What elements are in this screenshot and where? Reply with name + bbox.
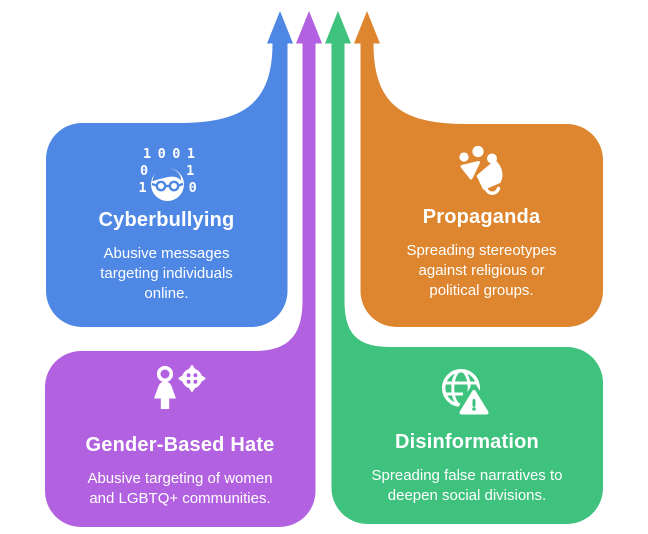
cyberbullying-funnel-arrow-shape [46, 11, 293, 327]
disinformation-funnel-arrow-shape [325, 11, 603, 524]
gender-hate-funnel-arrow-shape [45, 11, 322, 527]
propaganda-funnel-arrow-shape [354, 11, 603, 327]
